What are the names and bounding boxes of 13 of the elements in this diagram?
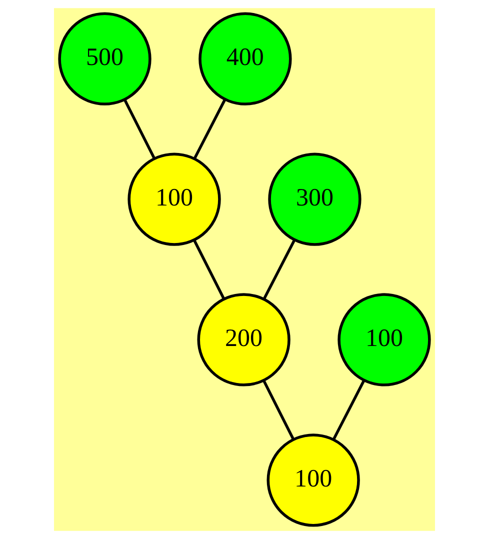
node-circle: 100 <box>127 152 220 246</box>
connector <box>262 380 294 440</box>
node-circle: 100 <box>266 434 360 527</box>
node-circle: 200 <box>196 293 290 386</box>
node-circle: 500 <box>58 12 151 106</box>
connector <box>332 380 365 440</box>
connector <box>192 98 226 160</box>
node-circle: 100 <box>337 293 430 386</box>
connector <box>122 99 156 160</box>
connector <box>192 240 225 300</box>
connector <box>262 239 296 300</box>
node-circle: 300 <box>268 152 361 246</box>
node-circle: 400 <box>198 12 292 106</box>
